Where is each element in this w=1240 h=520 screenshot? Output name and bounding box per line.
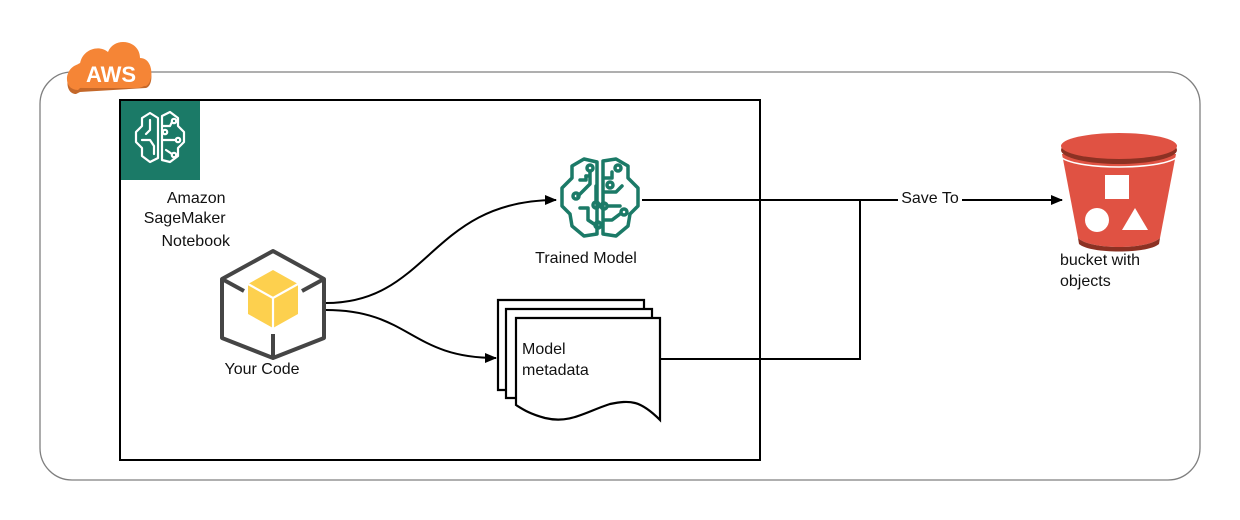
your-code-label: Your Code [224,361,299,378]
save-to-label: Save To [901,190,959,207]
s3-bucket-node[interactable]: bucket with objects [1060,133,1177,290]
aws-cloud-badge: AWS [66,41,152,94]
trained-model-node[interactable]: Trained Model [535,157,640,267]
sagemaker-tile [121,101,200,180]
sagemaker-brain-icon [134,110,186,164]
edge-code-to-model [325,195,557,304]
aws-label: AWS [86,62,136,87]
bucket-label: bucket with objects [1060,252,1145,290]
trained-model-brain-icon [560,157,640,238]
aws-cloud-group [39,71,1201,481]
your-code-node[interactable]: Your Code [220,249,326,378]
metadata-page-front [514,316,662,423]
edge-metadata-join [660,200,861,360]
s3-bucket-icon [1061,133,1177,252]
model-metadata-node[interactable]: Model metadata [496,298,662,423]
trained-model-label: Trained Model [535,250,637,267]
aws-cloud-icon [66,41,152,94]
code-cube-icon [220,249,326,360]
edge-code-to-metadata [325,309,497,363]
sagemaker-notebook-label: Amazon SageMaker Notebook [144,190,231,250]
model-metadata-label: Model metadata [522,341,589,379]
sagemaker-notebook-group [119,99,761,461]
